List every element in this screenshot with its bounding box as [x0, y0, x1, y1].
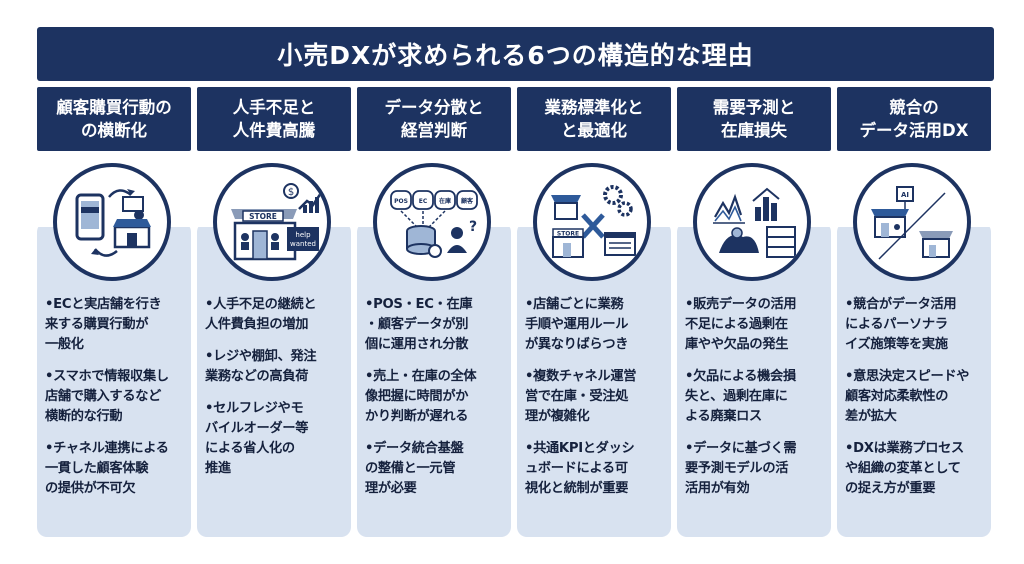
column-header: 人手不足と 人件費高騰 — [197, 87, 351, 151]
store-sign-text: STORE — [557, 231, 579, 238]
page-title: 小売DXが求められる6つの構造的な理由 — [277, 41, 754, 70]
demand-forecast-icon — [693, 163, 811, 281]
process-standardization-icon: STORE — [533, 163, 651, 281]
column-standardization: 業務標準化と と最適化 STORE •店舗ごとに業務 手順や運用ルール が異なり… — [517, 87, 671, 537]
svg-text:顧客: 顧客 — [461, 197, 474, 205]
omnichannel-shopping-icon — [53, 163, 171, 281]
bullet-item: •店舗ごとに業務 手順や運用ルール が異なりばらつき — [525, 297, 629, 352]
store-sign-text: STORE — [249, 212, 277, 221]
svg-text:help: help — [295, 231, 311, 239]
bullet-list: •店舗ごとに業務 手順や運用ルール が異なりばらつき •複数チャネル運営 営で在… — [525, 295, 669, 511]
ai-competition-icon: AI — [853, 163, 971, 281]
bullet-item: •チャネル連携による 一貫した顧客体験 の提供が不可欠 — [45, 441, 169, 496]
bullet-item: •販売データの活用 不足による過剰在 庫やや欠品の発生 — [685, 297, 797, 352]
column-header: 競合の データ活用DX — [837, 87, 991, 151]
svg-text:?: ? — [469, 219, 477, 235]
bullet-item: •欠品による機会損 失と、過剰在庫に よる廃棄ロス — [685, 369, 796, 424]
bullet-list: •販売データの活用 不足による過剰在 庫やや欠品の発生 •欠品による機会損 失と… — [685, 295, 829, 511]
svg-text:$: $ — [288, 187, 294, 198]
bullet-item: •複数チャネル運営 営で在庫・受注処 理が複雑化 — [525, 369, 637, 424]
column-header: 顧客購買行動の の横断化 — [37, 87, 191, 151]
svg-text:wanted: wanted — [290, 240, 316, 248]
store-hiring-icon: $ STORE help wanted — [213, 163, 331, 281]
bullet-list: •POS・EC・在庫 ・顧客データが別 個に運用され分散 •売上・在庫の全体 像… — [365, 295, 509, 511]
bullet-item: •POS・EC・在庫 ・顧客データが別 個に運用され分散 — [365, 297, 473, 352]
title-bar: 小売DXが求められる6つの構造的な理由 — [37, 27, 994, 81]
svg-text:EC: EC — [419, 198, 428, 205]
svg-text:AI: AI — [901, 191, 909, 199]
bullet-list: •競合がデータ活用 によるパーソナラ イズ施策等を実施 •意思決定スピードや 顧… — [845, 295, 989, 511]
bullet-item: •スマホで情報収集し 店舗で購入するなど 横断的な行動 — [45, 369, 169, 424]
bullet-list: •人手不足の継続と 人件費負担の増加 •レジや棚卸、発注 業務などの高負荷 •セ… — [205, 295, 349, 491]
bullet-item: •競合がデータ活用 によるパーソナラ イズ施策等を実施 — [845, 297, 957, 352]
bullet-item: •ECと実店舗を行き 来する購買行動が 一般化 — [45, 297, 162, 352]
column-header: 業務標準化と と最適化 — [517, 87, 671, 151]
column-header: データ分散と 経営判断 — [357, 87, 511, 151]
bullet-item: •データ統合基盤 の整備と一元管 理が必要 — [365, 441, 464, 496]
column-demand-forecast: 需要予測と 在庫損失 •販売データの活用 不足による過剰在 庫やや欠品の発生 •… — [677, 87, 831, 537]
bullet-list: •ECと実店舗を行き 来する購買行動が 一般化 •スマホで情報収集し 店舗で購入… — [45, 295, 189, 511]
column-labor-shortage: 人手不足と 人件費高騰 $ STORE help wanted •人手不足の継続… — [197, 87, 351, 537]
bullet-item: •共通KPIとダッシ ュボードによる可 視化と統制が重要 — [525, 441, 635, 496]
bullet-item: •人手不足の継続と 人件費負担の増加 — [205, 297, 317, 332]
bullet-item: •データに基づく需 要予測モデルの活 活用が有効 — [685, 441, 797, 496]
bullet-item: •レジや棚卸、発注 業務などの高負荷 — [205, 349, 317, 384]
bullet-item: •セルフレジやモ バイルオーダー等 による省人化の 推進 — [205, 401, 309, 476]
column-data-silos: データ分散と 経営判断 POS EC 在庫 顧客 ? •POS・EC・在庫 ・顧… — [357, 87, 511, 537]
column-header: 需要予測と 在庫損失 — [677, 87, 831, 151]
bullet-item: •意思決定スピードや 顧客対応柔軟性の 差が拡大 — [845, 369, 970, 424]
bullet-item: •DXは業務プロセス や組織の変革として の捉え方が重要 — [845, 441, 964, 496]
svg-text:POS: POS — [394, 198, 408, 205]
column-competitor-dx: 競合の データ活用DX AI •競合がデータ活用 によるパーソナラ イズ施策等を… — [837, 87, 991, 537]
svg-text:在庫: 在庫 — [439, 197, 451, 205]
column-customer-behavior: 顧客購買行動の の横断化 •ECと実店舗を行き 来する購買行動が 一般化 •スマ… — [37, 87, 191, 537]
bullet-item: •売上・在庫の全体 像把握に時間がか かり判断が遅れる — [365, 369, 477, 424]
data-silos-icon: POS EC 在庫 顧客 ? — [373, 163, 491, 281]
